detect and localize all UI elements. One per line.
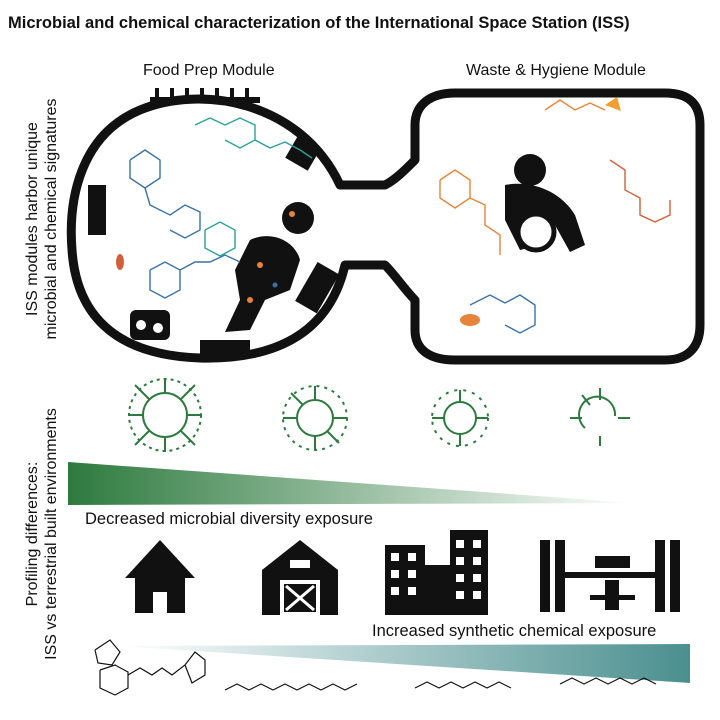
synthetic-chemical-caption: Increased synthetic chemical exposure (372, 622, 657, 640)
microbial-diversity-caption: Decreased microbial diversity exposure (85, 510, 373, 528)
phylogenetic-tree-icon (282, 385, 348, 451)
phylogenetic-tree-icon (128, 378, 202, 452)
hut-icon (125, 540, 195, 613)
phylogenetic-tree-icon (570, 388, 630, 446)
microbial-diversity-gradient (68, 462, 635, 505)
waste-hygiene-module-label: Waste & Hygiene Module (466, 62, 646, 79)
astronaut-hygiene-icon (505, 154, 585, 253)
city-buildings-icon (385, 530, 488, 615)
station-outline (66, 88, 705, 365)
wall-panel-icon (88, 135, 340, 354)
food-prep-module-label: Food Prep Module (143, 62, 275, 79)
chemical-structure-icon (94, 639, 657, 696)
synthetic-chemical-gradient (120, 644, 690, 683)
hatch-icon (150, 88, 260, 103)
phylogenetic-tree-icon (431, 389, 489, 447)
molecule-structure-icon (116, 97, 671, 334)
astronaut-food-prep-icon (225, 202, 314, 332)
space-station-icon (540, 540, 680, 612)
figure-title: Microbial and chemical characterization … (8, 14, 630, 32)
barn-icon (262, 540, 338, 615)
